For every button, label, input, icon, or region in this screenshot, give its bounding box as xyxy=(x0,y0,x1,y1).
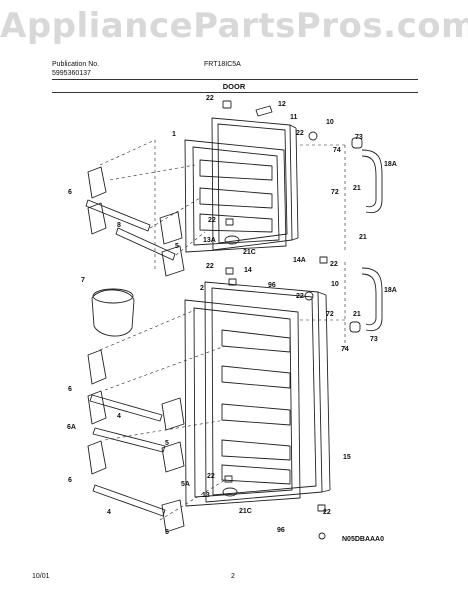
footer-date: 10/01 xyxy=(32,573,50,580)
footer-page-number: 2 xyxy=(231,573,235,580)
callout: 10 xyxy=(331,281,339,288)
callout: 5 xyxy=(175,243,179,250)
callout: 13A xyxy=(203,237,216,244)
callout-labels: 22 12 1 11 10 22 73 74 18A 6 72 21 8 5 2… xyxy=(67,95,397,536)
fresh-food-door-bins xyxy=(221,329,291,485)
diagram-code: N05DBAAA0 xyxy=(342,536,384,543)
callout: 21C xyxy=(239,508,252,515)
callout: 6A xyxy=(67,424,76,431)
watermark: AppliancePartsPros.com xyxy=(0,6,468,46)
callout: 22 xyxy=(296,293,304,300)
callout: 73 xyxy=(355,134,363,141)
callout: 73 xyxy=(370,336,378,343)
hinge-hardware xyxy=(222,100,328,540)
callout: 74 xyxy=(333,147,341,154)
callout: 6 xyxy=(68,477,72,484)
callout: 14 xyxy=(244,267,252,274)
freezer-door-handle xyxy=(351,137,383,214)
callout: 18A xyxy=(384,161,397,168)
callout: 6 xyxy=(68,386,72,393)
fresh-food-door-outer xyxy=(204,281,331,503)
callout: 72 xyxy=(326,311,334,318)
callout: 15 xyxy=(343,454,351,461)
callout: 6 xyxy=(68,189,72,196)
section-title: DOOR xyxy=(222,82,246,91)
fresh-food-door-handle xyxy=(349,267,383,333)
model-number: FRT18IC5A xyxy=(204,61,241,68)
callout: 22 xyxy=(206,95,214,102)
callout: 10 xyxy=(326,119,334,126)
callout: 22 xyxy=(207,473,215,480)
callout: 5A xyxy=(181,481,190,488)
callout: 22 xyxy=(330,261,338,268)
callout: 21 xyxy=(353,185,361,192)
callout: 12 xyxy=(278,101,286,108)
callout: 21 xyxy=(359,234,367,241)
callout: 22 xyxy=(208,217,216,224)
callout: 18A xyxy=(384,287,397,294)
callout: 96 xyxy=(268,282,276,289)
callout: 1 xyxy=(172,131,176,138)
fresh-food-shelf-rails xyxy=(87,349,185,533)
callout: 11 xyxy=(290,114,298,121)
fresh-food-door-gasket xyxy=(184,299,301,507)
callout: 96 xyxy=(277,527,285,534)
callout: 13 xyxy=(202,492,210,499)
callout: 22 xyxy=(323,509,331,516)
callout: 72 xyxy=(331,189,339,196)
callout: 74 xyxy=(341,346,349,353)
publication-label: Publication No. xyxy=(52,61,100,68)
ice-pack-part xyxy=(91,288,135,337)
callout: 8 xyxy=(117,222,121,229)
freezer-door-gasket xyxy=(184,139,287,253)
callout: 21 xyxy=(353,311,361,318)
callout: 5 xyxy=(165,529,169,536)
callout: 21C xyxy=(243,249,256,256)
callout: 2 xyxy=(200,285,204,292)
header-rule-top xyxy=(52,79,418,80)
callout: 22 xyxy=(296,130,304,137)
assembly-projection-lines xyxy=(99,139,346,521)
freezer-door-outer xyxy=(211,117,299,251)
callout: 4 xyxy=(117,413,121,420)
callout: 4 xyxy=(107,509,111,516)
freezer-shelf-rails xyxy=(85,166,185,277)
freezer-door-shelves xyxy=(199,159,273,233)
callout: 14A xyxy=(293,257,306,264)
header-rule-bottom xyxy=(52,92,418,93)
callout: 5 xyxy=(165,440,169,447)
callout: 7 xyxy=(81,277,85,284)
publication-number: 5995360137 xyxy=(52,70,91,77)
callout: 22 xyxy=(206,263,214,270)
